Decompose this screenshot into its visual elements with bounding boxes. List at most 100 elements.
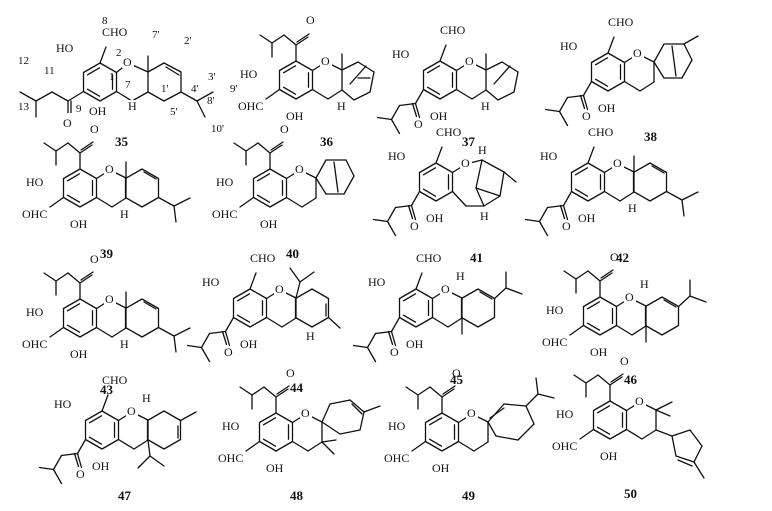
hydroxy-label: HO	[388, 149, 406, 163]
carbonyl-oxygen-label: O	[224, 345, 233, 359]
aldehyde-label: OHC	[22, 207, 47, 221]
hydroxy-label: OH	[430, 109, 448, 123]
compound-number: 42	[616, 250, 629, 265]
hydrogen-label: H	[640, 277, 649, 291]
compound-41: O H H CHO HO OH O 41	[372, 125, 517, 265]
compound-42: O CHO HO OH O H 42	[524, 125, 699, 265]
hydroxy-label: HO	[56, 41, 74, 55]
ring-oxygen-label: O	[461, 156, 470, 170]
hydroxy-label: OH	[260, 217, 278, 231]
atom-number: 8'	[207, 95, 215, 107]
aldehyde-label: OHC	[22, 337, 47, 351]
carbonyl-oxygen-label: O	[90, 122, 99, 136]
compound-number: 44	[290, 380, 304, 395]
carbonyl-oxygen-label: O	[90, 252, 99, 266]
hydroxy-label: HO	[368, 275, 386, 289]
carbonyl-oxygen-label: O	[390, 345, 399, 359]
compound-44: O CHO HO OH O H 44	[186, 251, 341, 395]
hydroxy-label: OH	[578, 211, 596, 225]
ring-oxygen-label: O	[467, 406, 476, 420]
compound-39: O HO OHC OH H O 39	[22, 122, 191, 261]
compound-number: 46	[624, 372, 638, 387]
ring-oxygen-label: O	[105, 292, 114, 306]
atom-number: 13	[18, 101, 30, 113]
aldehyde-label: CHO	[436, 125, 462, 139]
hydrogen-label: H	[478, 143, 487, 157]
compound-number: 41	[470, 250, 483, 265]
hydroxy-label: HO	[560, 39, 578, 53]
atom-number: 12	[18, 55, 29, 67]
hydroxy-label: OH	[286, 109, 304, 123]
atom-number: 2	[116, 47, 122, 59]
hydroxy-label: OH	[406, 337, 424, 351]
ring-oxygen-label: O	[633, 46, 642, 60]
hydrogen-label: H	[480, 209, 489, 223]
hydroxy-label: HO	[556, 407, 574, 421]
carbonyl-oxygen-label: O	[280, 122, 289, 136]
aldehyde-label: CHO	[608, 15, 634, 29]
compound-36: O HO OHC OH H O 36	[238, 13, 375, 149]
compound-number: 37	[462, 134, 476, 149]
hydroxy-label: OH	[92, 459, 110, 473]
atom-number: 7'	[152, 29, 160, 41]
compound-number: 40	[286, 246, 299, 261]
compound-50: O HO OHC OH O 50	[552, 354, 705, 501]
carbonyl-oxygen-label: O	[410, 219, 419, 233]
carbonyl-oxygen-label: O	[414, 117, 423, 131]
aldehyde-label: CHO	[250, 251, 276, 265]
compound-number: 43	[100, 382, 114, 397]
hydroxy-label: OH	[426, 211, 444, 225]
ring-oxygen-label: O	[123, 55, 132, 69]
compound-46: O H HO OHC OH O 46	[542, 250, 707, 387]
hydroxy-label: OH	[240, 337, 258, 351]
hydroxy-label: OH	[70, 347, 88, 361]
hydroxy-label: OH	[266, 461, 284, 475]
ring-oxygen-label: O	[635, 394, 644, 408]
carbonyl-oxygen-label: O	[582, 109, 591, 123]
compound-number: 35	[115, 134, 129, 149]
atom-number: 11	[44, 65, 55, 77]
aldehyde-label: OHC	[384, 451, 409, 465]
hydroxy-label: HO	[388, 419, 406, 433]
atom-number: 3'	[208, 71, 216, 83]
aldehyde-label: OHC	[238, 99, 263, 113]
compound-number: 39	[100, 246, 114, 261]
compound-number: 38	[644, 129, 658, 144]
hydroxy-label: HO	[392, 47, 410, 61]
atom-number: 4'	[191, 83, 199, 95]
aldehyde-label: CHO	[440, 23, 466, 37]
ring-oxygen-label: O	[465, 54, 474, 68]
atom-number: 8	[102, 15, 108, 27]
carbonyl-oxygen-label: O	[620, 354, 629, 368]
hydroxy-label: HO	[26, 305, 44, 319]
hydrogen-label: H	[628, 201, 637, 215]
hydrogen-label: H	[120, 207, 129, 221]
hydrogen-label: H	[120, 337, 129, 351]
ring-oxygen-label: O	[625, 290, 634, 304]
aldehyde-label: OHC	[552, 439, 577, 453]
aldehyde-label: OHC	[542, 335, 567, 349]
ring-oxygen-label: O	[275, 282, 284, 296]
hydroxy-label: HO	[222, 419, 240, 433]
hydroxy-label: OH	[600, 449, 618, 463]
compound-number: 48	[290, 488, 304, 503]
ring-oxygen-label: O	[441, 282, 450, 296]
compound-number: 45	[450, 372, 464, 387]
carbonyl-oxygen-label: O	[306, 13, 315, 27]
carbonyl-oxygen-label: O	[562, 219, 571, 233]
aldehyde-label: OHC	[218, 451, 243, 465]
compound-40: O HO OHC OH O 40	[212, 122, 355, 261]
hydrogen-label: H	[456, 269, 465, 283]
hydroxy-label: HO	[54, 397, 72, 411]
compound-35: O CHO HO OH O H 8 7' 2' 3' 2 12 11 1' 4'…	[18, 15, 238, 149]
aldehyde-label: CHO	[416, 251, 442, 265]
carbonyl-oxygen-label: O	[63, 116, 72, 130]
hydrogen-label: H	[142, 391, 151, 405]
aldehyde-label: CHO	[102, 25, 128, 39]
hydroxy-label: OH	[598, 101, 616, 115]
ring-oxygen-label: O	[127, 404, 136, 418]
compound-38: O CHO HO OH O 38	[544, 15, 699, 144]
hydroxy-label: HO	[540, 149, 558, 163]
